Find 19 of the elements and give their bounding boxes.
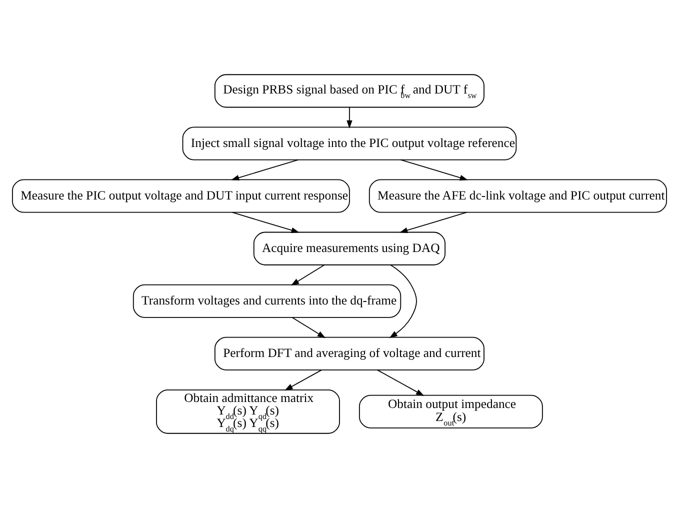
node-box: Acquire measurements using DAQ (253, 232, 446, 266)
arrow (230, 159, 299, 180)
arrow (377, 370, 424, 396)
arrow (292, 317, 326, 338)
node-box: Inject small signal voltage into the PIC output voltage reference (182, 126, 517, 160)
arrow (232, 212, 300, 233)
arrow (290, 264, 325, 286)
node-box: Measure the PIC output voltage and DUT input current response (12, 179, 350, 213)
arrow (400, 159, 468, 180)
arrow (399, 212, 468, 233)
arrow (284, 370, 322, 390)
node-box: Transform voltages and currents into the dq-frame (132, 284, 402, 318)
node-box: Design PRBS signal based on PIC f$_{bw}$ and DUT f$_{sw}$ (214, 74, 484, 108)
arrow (389, 264, 417, 338)
node-box: Measure the AFE dc-link voltage and PIC output current (368, 179, 667, 213)
node-box: Obtain admittance matrix Y$_{dd}$(s) Y$_{qd}$(s) Y$_{dq}$(s) Y$_{qq}$(s) (156, 389, 340, 434)
node-box: Obtain output impedance Z$_{out}$(s) (358, 394, 543, 428)
node-box: Perform DFT and averaging of voltage and current (214, 336, 484, 370)
arrow (346, 106, 352, 129)
